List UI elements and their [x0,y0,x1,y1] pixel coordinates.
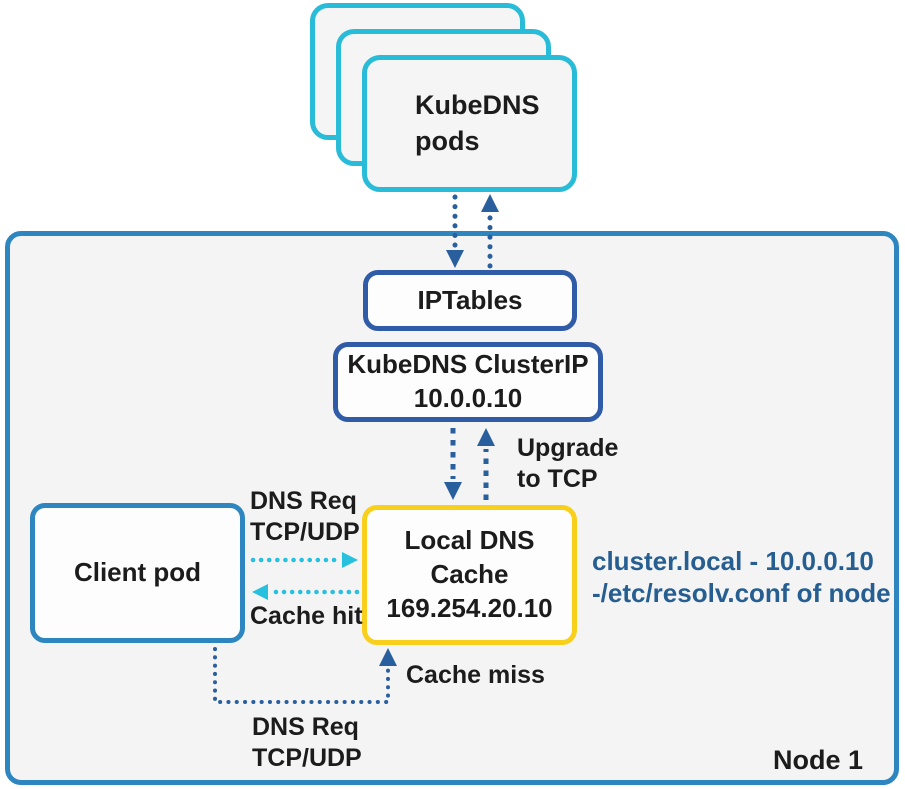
client-pod-label: Client pod [73,557,202,588]
kubedns-clusterip-box: KubeDNS ClusterIP 10.0.0.10 [333,342,603,422]
cache-miss-label: Cache miss [406,661,545,689]
iptables-box: IPTables [363,270,577,331]
cache-hit-label: Cache hit [250,602,363,630]
client-pod-box: Client pod [30,503,245,643]
kubedns-clusterip-label: KubeDNS ClusterIP 10.0.0.10 [347,349,589,413]
resolv-conf-note: cluster.local - 10.0.0.10 -/etc/resolv.c… [592,546,891,609]
kubedns-pod-front: KubeDNS pods [362,55,577,192]
dns-req-tcp-udp-label-top: DNS Req TCP/UDP [250,487,360,546]
node-label: Node 1 [773,745,864,775]
kubedns-pods-label: KubeDNS pods [415,90,540,156]
upgrade-to-tcp-label: Upgrade to TCP [517,434,619,493]
iptables-label: IPTables [417,284,523,315]
local-dns-cache-label: Local DNS Cache 169.254.20.10 [386,525,553,623]
local-dns-cache-box: Local DNS Cache 169.254.20.10 [362,505,577,645]
dns-req-tcp-udp-label-bottom: DNS Req TCP/UDP [252,713,362,772]
